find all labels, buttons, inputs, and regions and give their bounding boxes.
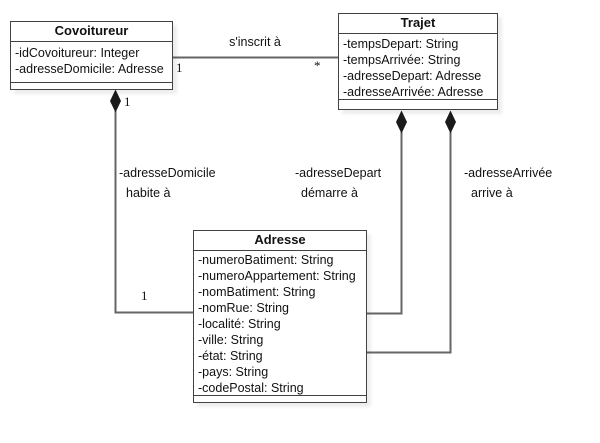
composition-arrive-line[interactable] [366, 132, 452, 354]
class-attribute: -nomRue: String [198, 301, 290, 315]
class-attribute: -état: String [198, 349, 263, 363]
composition-diamond-trajet-depart [396, 110, 407, 134]
class-title-covoitureur: Covoitureur [11, 22, 172, 42]
class-attribute: -codePostal: String [198, 381, 304, 395]
class-attribute: -tempsArrivée: String [343, 53, 461, 67]
class-box-covoitureur[interactable]: Covoitureur -idCovoitureur: Integer -adr… [10, 21, 173, 90]
composition-diamond-covoitureur [110, 89, 121, 113]
role-label-adresse-domicile: -adresseDomicile [119, 166, 216, 180]
class-attribute: -numeroBatiment: String [198, 253, 334, 267]
class-title-adresse: Adresse [194, 231, 366, 251]
class-methods-compartment-empty [339, 100, 497, 109]
multiplicity-habite-target: 1 [141, 288, 148, 303]
association-name-sinscrit: s'inscrit à [229, 35, 281, 49]
composition-demarre-line[interactable] [366, 132, 403, 315]
class-box-trajet[interactable]: Trajet -tempsDepart: String -tempsArrivé… [338, 13, 498, 110]
class-attributes-covoitureur: -idCovoitureur: Integer -adresseDomicile… [11, 42, 172, 83]
class-attribute: -ville: String [198, 333, 264, 347]
multiplicity-sinscrit-source: 1 [176, 60, 183, 75]
class-title-trajet: Trajet [339, 14, 497, 34]
class-attribute: -idCovoitureur: Integer [15, 46, 140, 60]
class-attribute: -numeroAppartement: String [198, 269, 356, 283]
class-attribute: -tempsDepart: String [343, 37, 459, 51]
role-label-adresse-depart: -adresseDepart [295, 166, 382, 180]
class-methods-compartment-empty [11, 83, 172, 89]
class-attributes-trajet: -tempsDepart: String -tempsArrivée: Stri… [339, 34, 497, 100]
association-name-arrive: arrive à [471, 186, 513, 200]
class-attribute: -adresseDomicile: Adresse [15, 62, 164, 76]
multiplicity-sinscrit-target: * [314, 58, 321, 73]
class-attribute: -localité: String [198, 317, 281, 331]
association-name-demarre: démarre à [301, 186, 358, 200]
class-methods-compartment-empty [194, 396, 366, 402]
class-attributes-adresse: -numeroBatiment: String -numeroApparteme… [194, 251, 366, 396]
class-box-adresse[interactable]: Adresse -numeroBatiment: String -numeroA… [193, 230, 367, 403]
class-attribute: -adresseDepart: Adresse [343, 69, 482, 83]
multiplicity-habite-source: 1 [124, 94, 131, 109]
role-label-adresse-arrivee: -adresseArrivée [464, 166, 553, 180]
class-attribute: -pays: String [198, 365, 269, 379]
association-name-habite: habite à [126, 186, 171, 200]
composition-diamond-trajet-arrivee [445, 110, 456, 134]
class-attribute: -nomBatiment: String [198, 285, 316, 299]
composition-habite-line[interactable] [114, 111, 194, 314]
class-attribute: -adresseArrivée: Adresse [343, 85, 484, 99]
